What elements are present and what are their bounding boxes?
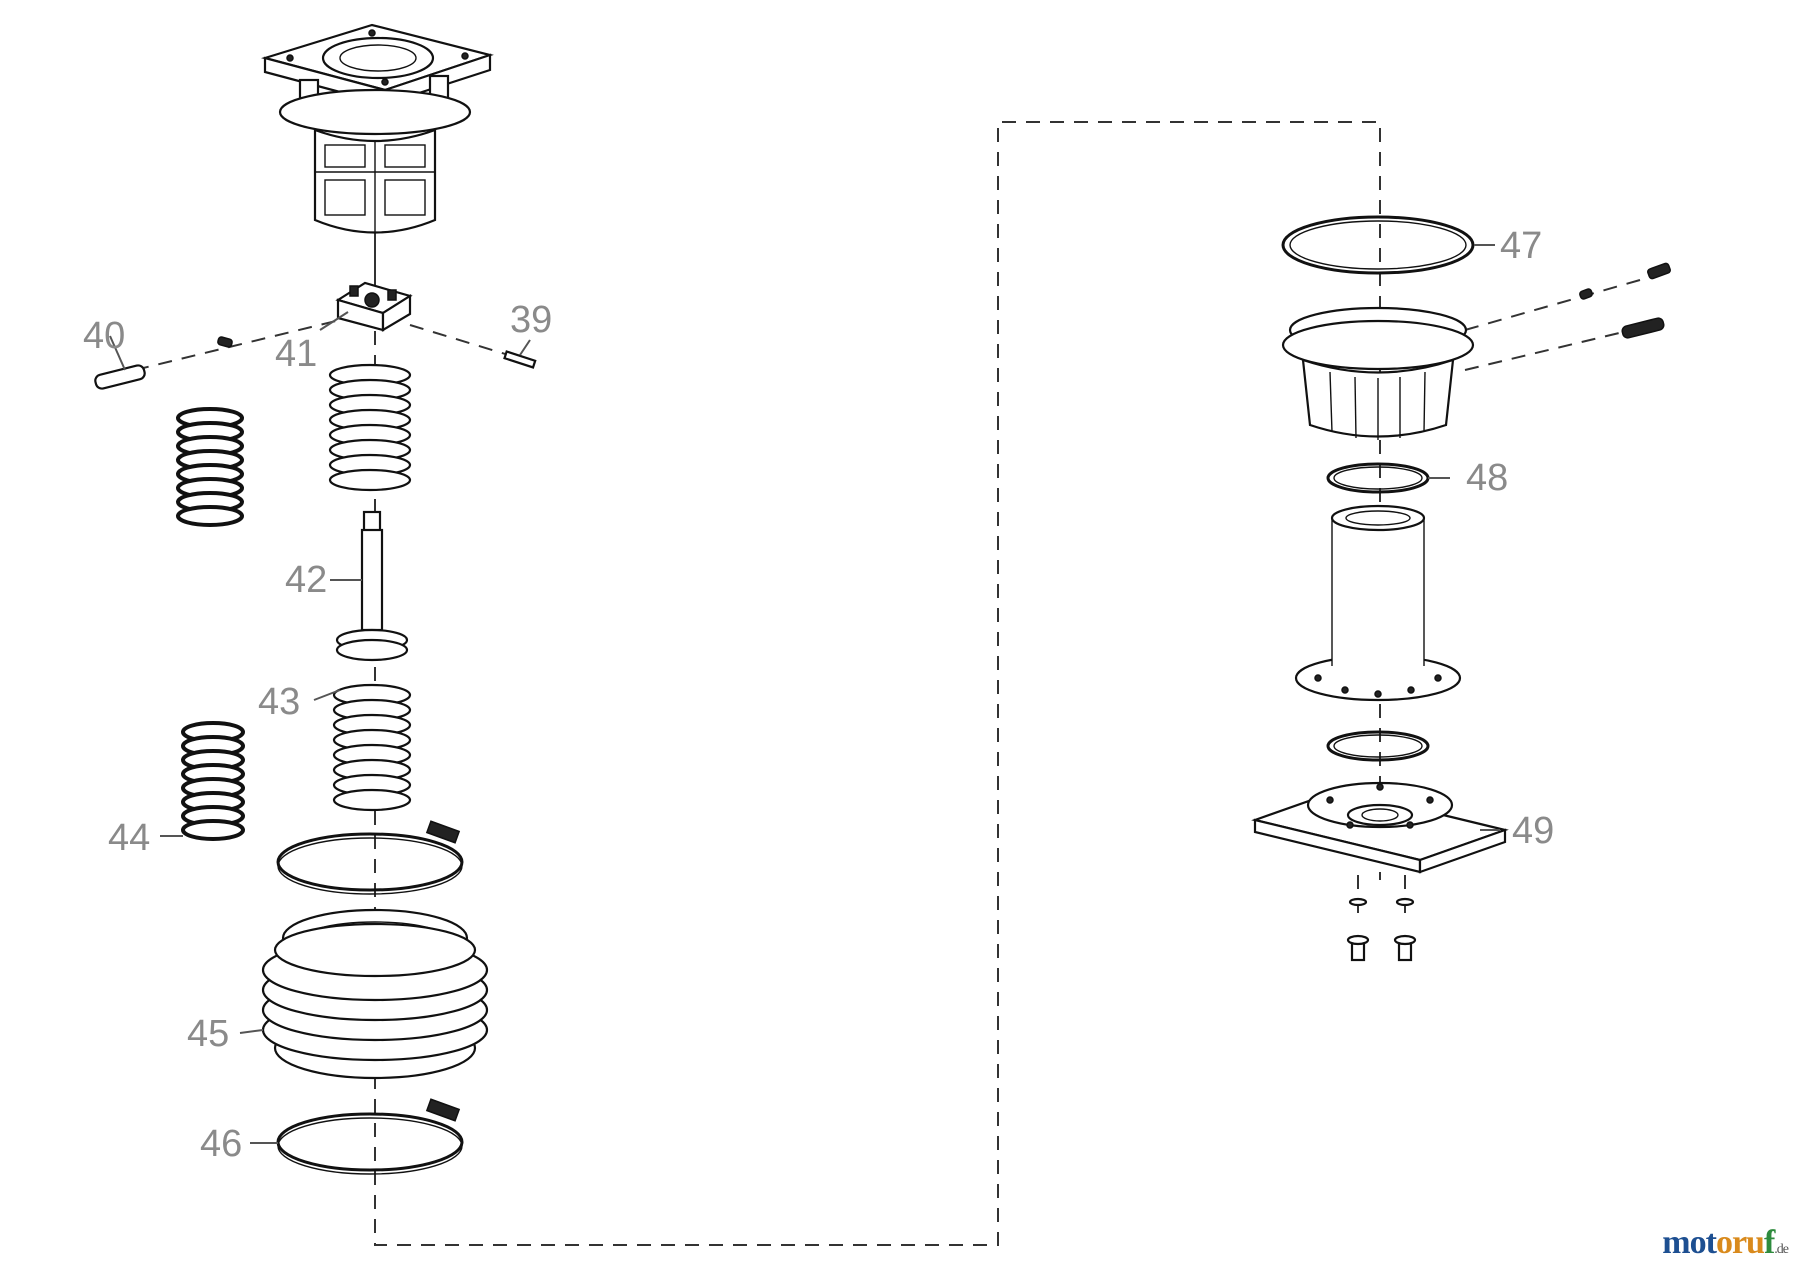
part-41-hub: [335, 281, 413, 332]
callout-42: 42: [285, 559, 327, 601]
lower-o-ring: [1326, 730, 1430, 762]
callout-39: 39: [510, 299, 552, 341]
part-40-key: [94, 336, 233, 390]
right-housing-cup: [1281, 306, 1475, 440]
part-39-pin: [503, 350, 537, 369]
callout-46: 46: [200, 1123, 242, 1165]
callout-43: 43: [258, 681, 300, 723]
part-42-shaft: [335, 510, 409, 662]
part-48-o-ring: [1326, 462, 1430, 494]
callout-leaders: [109, 244, 1500, 1144]
watermark-logo: motoruf.de: [1662, 1224, 1789, 1262]
part-47-o-ring: [1281, 215, 1475, 275]
part-45-bellows: [261, 908, 489, 1080]
inner-spring-upper: [328, 363, 412, 492]
top-housing: [261, 23, 494, 234]
callout-44: 44: [108, 817, 150, 859]
callout-40: 40: [83, 315, 125, 357]
outer-spring-upper: [176, 407, 244, 527]
watermark-tld: .de: [1774, 1242, 1789, 1257]
part-49-base-plate: [1251, 781, 1509, 874]
part-43-spring: [332, 683, 412, 812]
callout-49: 49: [1512, 810, 1554, 852]
callout-48: 48: [1466, 457, 1508, 499]
base-bolts: [1346, 897, 1417, 962]
cylinder-with-flange: [1294, 504, 1462, 702]
part-44-spring: [181, 721, 245, 841]
watermark-part2: oru: [1715, 1224, 1765, 1261]
callout-41: 41: [275, 333, 317, 375]
watermark-part1: mot: [1662, 1224, 1717, 1261]
right-small-fasteners: [1579, 262, 1671, 339]
callout-labels: 39 40 41 42 43 44 45 46 47 48 49: [83, 225, 1554, 1165]
upper-hose-clamp: [276, 820, 464, 895]
callout-47: 47: [1500, 225, 1542, 267]
callout-45: 45: [187, 1013, 229, 1055]
watermark-part3: f: [1763, 1224, 1775, 1261]
part-46-clamp: [276, 1098, 464, 1175]
